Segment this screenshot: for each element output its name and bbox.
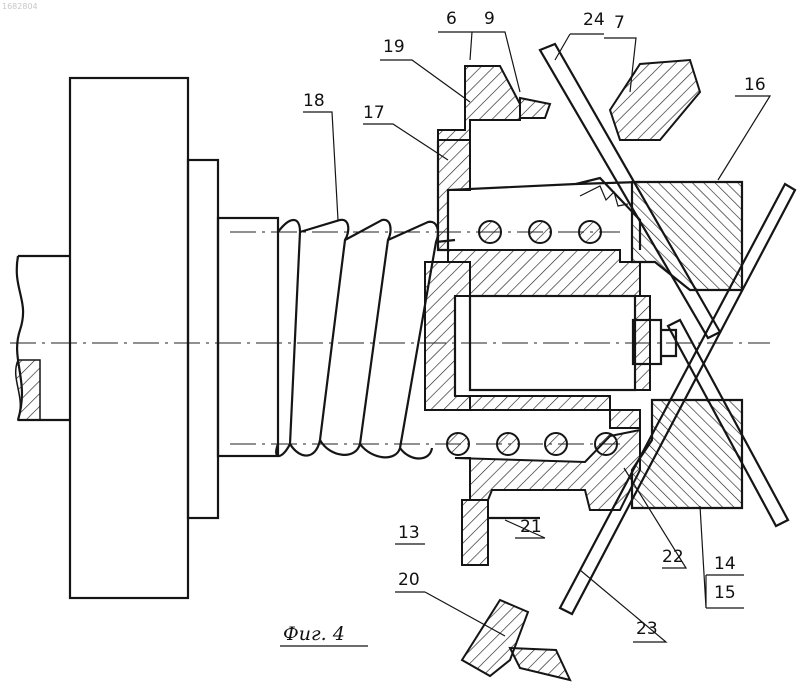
label-16: 16 <box>744 75 766 95</box>
figure-caption: Фиг. 4 <box>283 623 345 645</box>
leader-lines <box>280 32 770 646</box>
label-9: 9 <box>484 9 495 29</box>
housing-lower <box>425 396 640 565</box>
corner-mark: 1682804 <box>2 2 38 11</box>
label-23: 23 <box>636 619 658 639</box>
hub-wheel <box>70 78 278 598</box>
label-20: 20 <box>398 570 420 590</box>
cutter-7 <box>610 60 700 140</box>
label-6: 6 <box>446 9 457 29</box>
label-7: 7 <box>614 13 625 33</box>
cutter-20 <box>462 600 570 680</box>
block-14-15 <box>632 400 742 508</box>
label-24: 24 <box>583 10 605 30</box>
label-19: 19 <box>383 37 405 57</box>
label-14: 14 <box>714 554 736 574</box>
label-21: 21 <box>520 517 542 537</box>
label-22: 22 <box>662 547 684 567</box>
shaft <box>16 256 70 420</box>
label-13: 13 <box>398 523 420 543</box>
label-17: 17 <box>363 103 385 123</box>
label-18: 18 <box>303 91 325 111</box>
label-15: 15 <box>714 583 736 603</box>
